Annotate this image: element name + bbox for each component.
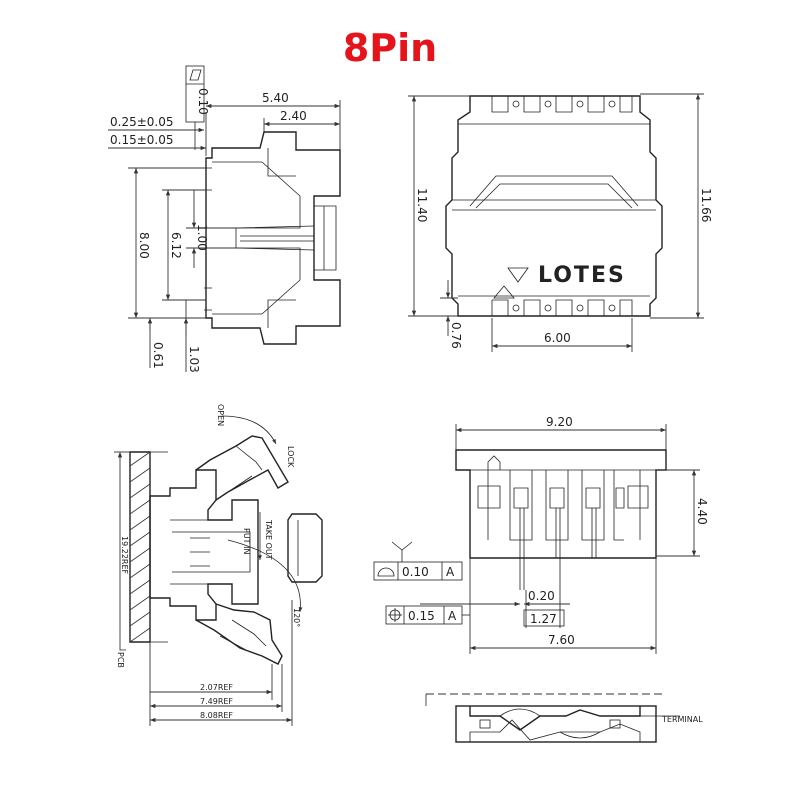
lid-open-lower [195, 603, 283, 665]
dim-0-15: 0.15±0.05 [110, 133, 174, 147]
label-put-in: PUT IN [242, 528, 251, 554]
dim-8-00: 8.00 [137, 232, 151, 259]
dim-9-20: 9.20 [546, 415, 573, 429]
dim-2-07ref: 2.07REF [200, 683, 233, 692]
open-view: OPEN LOCK TAKE OUT PUT IN 120° PCB 19.22… [114, 404, 323, 726]
dim-7-60: 7.60 [548, 633, 575, 647]
side-view: 0.10 5.40 2.40 0.25±0.05 0.15±0.05 8.00 [108, 65, 341, 373]
dim-8-08ref: 8.08REF [200, 711, 233, 720]
pin1-marker-icon [493, 285, 515, 299]
front-contacts [487, 455, 625, 590]
pcb-hatching [129, 451, 151, 643]
dim-1-03: 1.03 [187, 346, 201, 373]
dim-7-49ref: 7.49REF [200, 697, 233, 706]
dim-11-40: 11.40 [415, 188, 429, 222]
label-open: OPEN [216, 404, 225, 426]
lid-open-upper [195, 435, 289, 501]
top-body-outline [445, 95, 663, 317]
flatness-icon [189, 69, 202, 81]
label-120-deg: 120° [292, 608, 301, 627]
label-terminal: TERMINAL [661, 715, 703, 724]
dim-0-25: 0.25±0.05 [110, 115, 174, 129]
dim-11-66: 11.66 [699, 188, 713, 222]
dim-6-12: 6.12 [169, 232, 183, 259]
basic-dim-box [523, 609, 565, 627]
sim-card [287, 513, 323, 583]
top-card-window [469, 175, 639, 207]
front-view: 9.20 4.40 0.10 A 0.20 0.15 A 1.27 [373, 415, 709, 654]
label-take-out: TAKE OUT [264, 519, 273, 560]
dim-6-00: 6.00 [544, 331, 571, 345]
profile-icon [377, 567, 395, 577]
dim-0-76: 0.76 [449, 322, 463, 349]
flatness-value: 0.10 [196, 88, 210, 115]
tolerance-frame-1 [373, 561, 463, 581]
label-pcb: PCB [116, 652, 125, 668]
rotate-arc-icon [227, 539, 303, 613]
tol1-datum: A [446, 565, 455, 579]
open-arrow-icon [221, 415, 277, 445]
dim-5-40: 5.40 [262, 91, 289, 105]
drawing-title: 8Pin [342, 26, 438, 70]
tol2-value: 0.15 [408, 609, 435, 623]
dim-1-27: 1.27 [530, 612, 557, 626]
top-view: LOTES 11.40 11.66 0.76 6.00 [408, 93, 713, 352]
dim-19-22ref: 19.22REF [120, 536, 129, 575]
pcb-plate [129, 451, 151, 643]
dim-0-61: 0.61 [151, 342, 165, 369]
dim-1-00: 1.00 [195, 224, 209, 251]
section-view: TERMINAL [425, 693, 703, 743]
brand-logo: LOTES [538, 263, 626, 288]
pin1-triangle-icon [507, 267, 529, 283]
top-pins [491, 96, 633, 316]
tol2-datum: A [448, 609, 457, 623]
dim-4-40: 4.40 [695, 498, 709, 525]
datum-triangle-icon [391, 541, 413, 551]
dim-0-20: 0.20 [528, 589, 555, 603]
side-body-outline [205, 131, 341, 345]
label-lock: LOCK [286, 446, 295, 468]
tol1-value: 0.10 [402, 565, 429, 579]
front-body-outline [455, 449, 667, 559]
dim-2-40: 2.40 [280, 109, 307, 123]
